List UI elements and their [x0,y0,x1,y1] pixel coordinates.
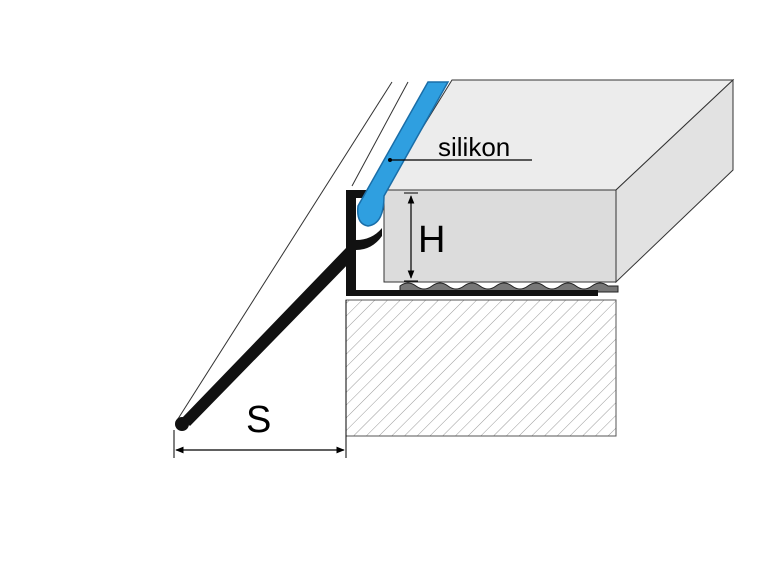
profile-edge-line-1 [175,81,393,423]
height-label: H [418,219,445,261]
substrate-block [345,299,617,437]
profile-section [182,248,598,426]
profile-upper-leg [346,190,382,296]
silicone-bead [356,81,450,227]
silicone-leader-dot [388,158,392,162]
profile-nose [175,417,189,431]
spacing-label: S [246,399,271,441]
tile-front-face [383,189,617,283]
silicone-label: silikon [438,132,510,162]
adhesive-bed [399,282,619,293]
profile-edge-line-2 [351,81,409,187]
